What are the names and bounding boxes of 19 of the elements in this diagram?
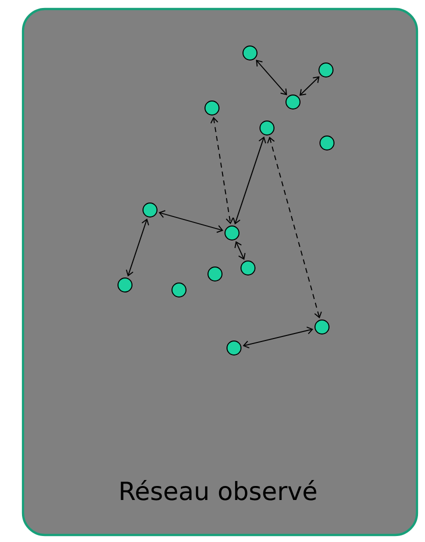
network-dot	[320, 136, 334, 150]
network-dot	[318, 62, 334, 78]
network-dot	[208, 266, 222, 282]
network-dot	[226, 340, 242, 356]
arrow	[158, 210, 224, 233]
arrow	[234, 241, 246, 260]
arrow	[256, 60, 288, 96]
card: Réseau observé	[22, 8, 418, 536]
network-dot	[172, 282, 186, 298]
arrow	[299, 76, 320, 96]
arrow	[126, 218, 150, 276]
arrow	[232, 136, 266, 224]
arrow	[210, 116, 234, 224]
network-dot	[260, 120, 274, 136]
network-dot	[286, 94, 300, 110]
network-dot	[314, 320, 330, 334]
arrow	[267, 136, 322, 318]
network-dot	[242, 46, 258, 60]
arrow	[242, 326, 314, 348]
